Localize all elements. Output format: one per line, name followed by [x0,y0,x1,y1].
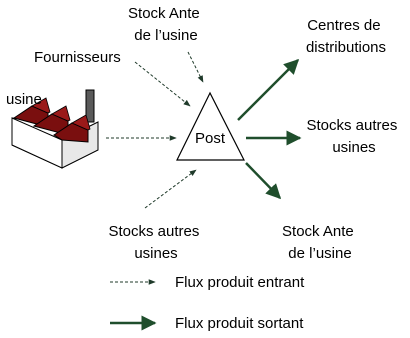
centres-label: Centres de distributions [306,17,386,56]
post-label: Post [195,130,226,147]
stocks-autres-right-label: Stocks autres usines [306,117,401,156]
usine-label: usine [6,91,42,108]
arrow-to-centres [237,58,300,121]
stock-ante-top-label: Stock Ante de l’usine [128,5,204,44]
arrow-from-fournisseurs [134,61,191,107]
legend-sortant-label: Flux produit sortant [175,315,304,332]
factory-icon [11,89,99,169]
stock-ante-bottom-label: Stock Ante de l’usine [282,223,358,262]
stocks-autres-bottom-label: Stocks autres usines [108,223,203,262]
arrow-to-stock-ante-bottom [245,162,282,200]
arrow-from-stock-ante-top [187,51,204,83]
legend-entrant-label: Flux produit entrant [175,274,305,291]
post-triangle [176,91,245,161]
arrow-from-stocks-autres-bottom [144,169,197,209]
fournisseurs-label: Fournisseurs [34,49,121,66]
legend: Flux produit entrant Flux produit sortan… [110,274,305,332]
